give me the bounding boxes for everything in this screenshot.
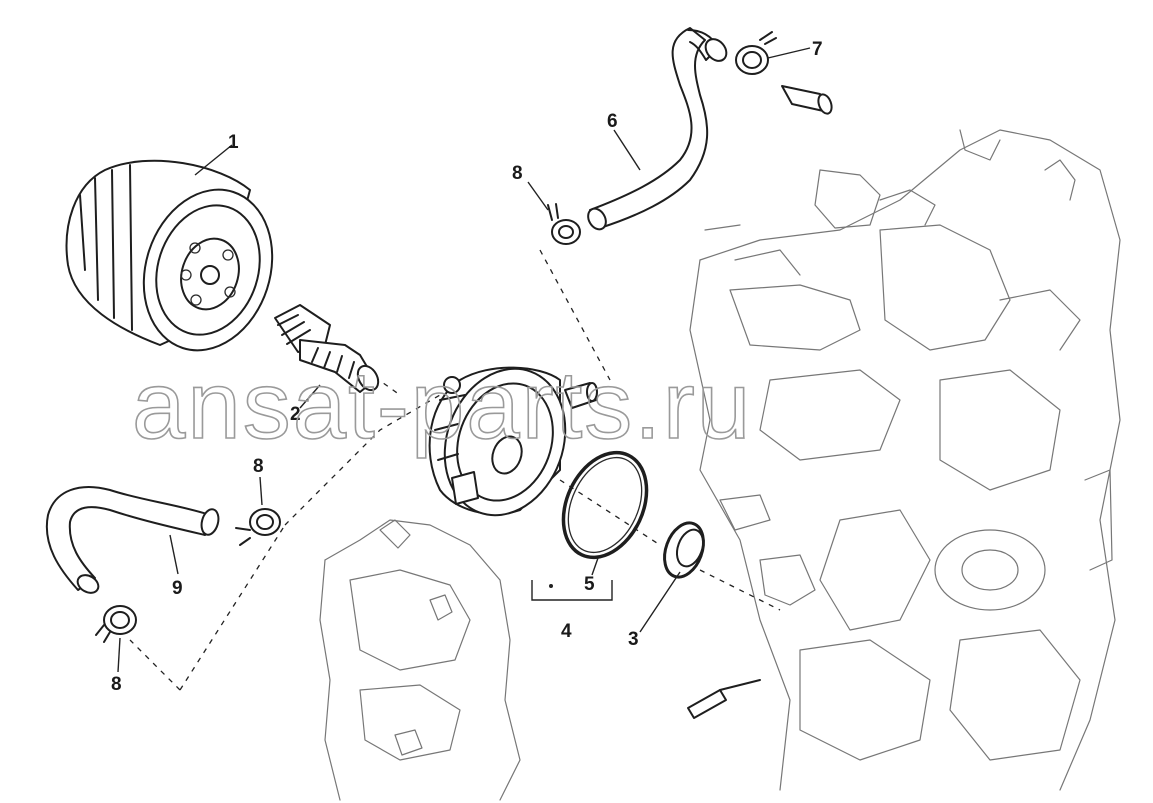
o-ring-icon — [561, 450, 649, 560]
hose-clamp-icon — [735, 31, 833, 115]
callouts: 1 2 3 4 5 6 7 8 8 8 9 — [111, 39, 823, 695]
callout-1: 1 — [228, 132, 239, 153]
oil-cooler-icon — [428, 366, 598, 517]
housing-outline — [319, 519, 521, 801]
callout-8-left: 8 — [253, 456, 264, 477]
oil-filter-icon — [65, 159, 274, 352]
threaded-bolt-icon — [274, 304, 380, 393]
dowel-pin-icon — [687, 679, 761, 719]
callout-4: 4 — [561, 621, 572, 642]
engine-block-outline — [689, 129, 1121, 791]
callout-5: 5 — [584, 574, 595, 595]
seal-ring-icon — [663, 521, 705, 579]
callout-2: 2 — [290, 404, 301, 425]
hose-clamp-icon — [95, 605, 137, 643]
callout-9: 9 — [172, 578, 183, 599]
watermark: ansat-parts.ru — [132, 352, 752, 459]
callout-3: 3 — [628, 629, 639, 650]
hose-icon — [587, 27, 728, 231]
callout-8-top: 8 — [512, 163, 523, 184]
leader-lines — [117, 47, 811, 673]
hose-clamp-icon — [547, 203, 581, 245]
callout-7: 7 — [812, 39, 823, 60]
hose-icon — [45, 486, 220, 594]
callout-6: 6 — [607, 111, 618, 132]
hose-clamp-icon — [235, 508, 281, 546]
callout-8-bottom: 8 — [111, 674, 122, 695]
